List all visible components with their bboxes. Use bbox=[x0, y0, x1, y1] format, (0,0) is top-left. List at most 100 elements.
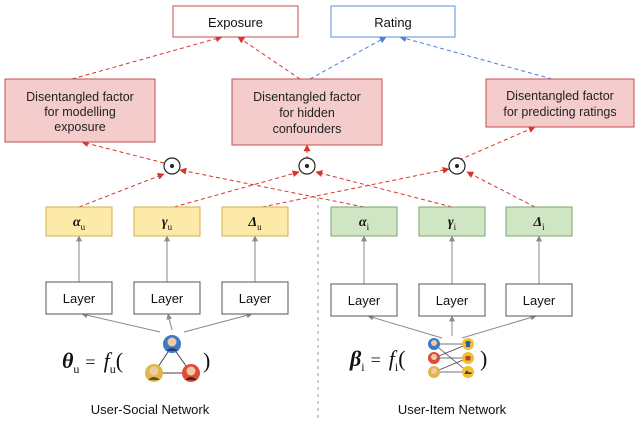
factor-confounders-line-2: for hidden bbox=[279, 106, 335, 120]
user-vector-gamma-symbol: γ bbox=[162, 215, 168, 230]
arrow-alpha-u-to-op1 bbox=[78, 173, 165, 208]
connectors bbox=[71, 35, 553, 339]
layer-item-2-label: Layer bbox=[436, 293, 469, 308]
layer-user-1: Layer bbox=[45, 281, 113, 315]
layer-user-3: Layer bbox=[221, 281, 289, 315]
svg-text:αu: αu bbox=[73, 215, 86, 232]
arrow-user-net-to-layer-u2 bbox=[166, 313, 173, 331]
arrow-op1-to-exposure-factor bbox=[81, 140, 165, 164]
user-avatar-icon bbox=[163, 335, 181, 353]
item-bag-icon bbox=[462, 352, 474, 364]
item-eq-equals: = bbox=[371, 350, 381, 370]
arrow-delta-i-to-op3 bbox=[466, 171, 536, 208]
user-eq-lhs-sub: u bbox=[73, 362, 79, 376]
user-vector-delta: Δu bbox=[221, 206, 289, 237]
item-eq-fn-sub: i bbox=[395, 360, 399, 374]
output-exposure-label: Exposure bbox=[208, 15, 263, 30]
svg-text:βi=fi(: βi=fi( bbox=[349, 346, 406, 374]
layer-item-3-label: Layer bbox=[523, 293, 556, 308]
user-eq-fn-sub: u bbox=[110, 362, 116, 376]
arrow-exposure-factor-to-exposure bbox=[71, 35, 223, 80]
layer-item-3: Layer bbox=[505, 283, 573, 317]
item-vector-delta: Δi bbox=[505, 206, 573, 237]
item-vector-gamma-symbol: γ bbox=[448, 215, 454, 230]
arrow-item-net-to-layer-i1 bbox=[367, 314, 443, 339]
factor-exposure-line-2: for modelling bbox=[44, 105, 116, 119]
svg-text:Δi: Δi bbox=[532, 215, 545, 232]
user-vector-gamma: γu bbox=[133, 206, 201, 237]
user-eq-lhs: θ bbox=[62, 348, 74, 373]
factor-confounders-line-1: Disentangled factor bbox=[253, 90, 361, 104]
item-vector-gamma-sub: i bbox=[454, 222, 457, 232]
user-item-graph bbox=[428, 338, 474, 378]
factor-exposure-line-1: Disentangled factor bbox=[26, 90, 134, 104]
item-vector-alpha-sub: i bbox=[367, 222, 370, 232]
svg-text:Δu: Δu bbox=[247, 215, 262, 232]
caption-user-social-network: User-Social Network bbox=[91, 402, 210, 417]
arrow-delta-u-to-op3 bbox=[261, 166, 450, 208]
factor-ratings-line-1: Disentangled factor bbox=[506, 89, 614, 103]
item-eq-open-paren: ( bbox=[398, 346, 405, 371]
output-exposure-box: Exposure bbox=[172, 5, 299, 38]
factor-exposure-line-3: exposure bbox=[54, 120, 105, 134]
factor-confounders-box: Disentangled factor for hidden confounde… bbox=[231, 78, 383, 146]
item-vector-delta-symbol: Δ bbox=[532, 215, 542, 230]
user-avatar-icon bbox=[428, 338, 440, 350]
output-rating-label: Rating bbox=[374, 15, 412, 30]
arrow-rating-factor-to-rating bbox=[399, 35, 553, 80]
item-vector-alpha: αi bbox=[330, 206, 398, 237]
svg-text:γu: γu bbox=[162, 215, 173, 232]
user-social-graph bbox=[145, 335, 200, 382]
operator-product-1 bbox=[163, 157, 181, 175]
arrow-gamma-i-to-op2 bbox=[315, 170, 453, 208]
layer-item-1: Layer bbox=[330, 283, 398, 317]
user-vector-delta-sub: u bbox=[257, 222, 262, 232]
output-rating-box: Rating bbox=[330, 5, 456, 38]
item-eq-close-paren: ) bbox=[480, 346, 487, 371]
user-vector-alpha: αu bbox=[45, 206, 113, 237]
user-avatar-icon bbox=[428, 352, 440, 364]
layer-user-3-label: Layer bbox=[239, 291, 272, 306]
item-equation: βi=fi( ) bbox=[349, 346, 487, 374]
user-vector-gamma-sub: u bbox=[168, 222, 173, 232]
item-vector-delta-sub: i bbox=[542, 222, 545, 232]
svg-text:γi: γi bbox=[448, 215, 457, 232]
layer-user-1-label: Layer bbox=[63, 291, 96, 306]
svg-text:θu=fu(: θu=fu( bbox=[62, 348, 123, 376]
item-vector-gamma: γi bbox=[418, 206, 486, 237]
operator-product-3 bbox=[448, 157, 466, 175]
arrow-confounder-factor-to-rating bbox=[309, 36, 387, 80]
factor-confounders-line-3: confounders bbox=[273, 122, 342, 136]
layer-user-2: Layer bbox=[133, 281, 201, 315]
factor-exposure-box: Disentangled factor for modelling exposu… bbox=[4, 78, 156, 143]
user-vector-delta-symbol: Δ bbox=[247, 215, 257, 230]
item-eq-fn: f bbox=[389, 346, 398, 371]
user-avatar-icon bbox=[182, 364, 200, 382]
user-vector-alpha-sub: u bbox=[81, 222, 86, 232]
user-eq-fn: f bbox=[104, 348, 113, 373]
user-avatar-icon bbox=[428, 366, 440, 378]
user-equation: θu=fu( ) bbox=[62, 348, 210, 376]
layer-item-1-label: Layer bbox=[348, 293, 381, 308]
item-shirt-icon bbox=[462, 338, 474, 350]
layer-user-2-label: Layer bbox=[151, 291, 184, 306]
item-eq-lhs: β bbox=[349, 346, 362, 371]
arrow-user-net-to-layer-u3 bbox=[183, 312, 253, 333]
layer-item-2: Layer bbox=[418, 283, 486, 317]
user-eq-close-paren: ) bbox=[203, 348, 210, 373]
arrow-confounder-factor-to-exposure bbox=[237, 36, 301, 80]
item-eq-lhs-sub: i bbox=[361, 360, 365, 374]
arrow-user-net-to-layer-u1 bbox=[81, 312, 161, 333]
user-avatar-icon bbox=[145, 364, 163, 382]
user-eq-equals: = bbox=[85, 352, 95, 372]
item-shoe-icon bbox=[462, 366, 474, 378]
factor-ratings-line-2: for predicting ratings bbox=[503, 105, 616, 119]
operator-product-2 bbox=[298, 157, 316, 175]
user-eq-open-paren: ( bbox=[116, 348, 123, 373]
arrow-alpha-i-to-op1 bbox=[179, 167, 365, 208]
item-vector-alpha-symbol: α bbox=[359, 215, 367, 230]
arrow-op3-to-rating-factor bbox=[458, 126, 536, 161]
arrow-gamma-u-to-op2 bbox=[173, 170, 300, 208]
user-vector-alpha-symbol: α bbox=[73, 215, 81, 230]
